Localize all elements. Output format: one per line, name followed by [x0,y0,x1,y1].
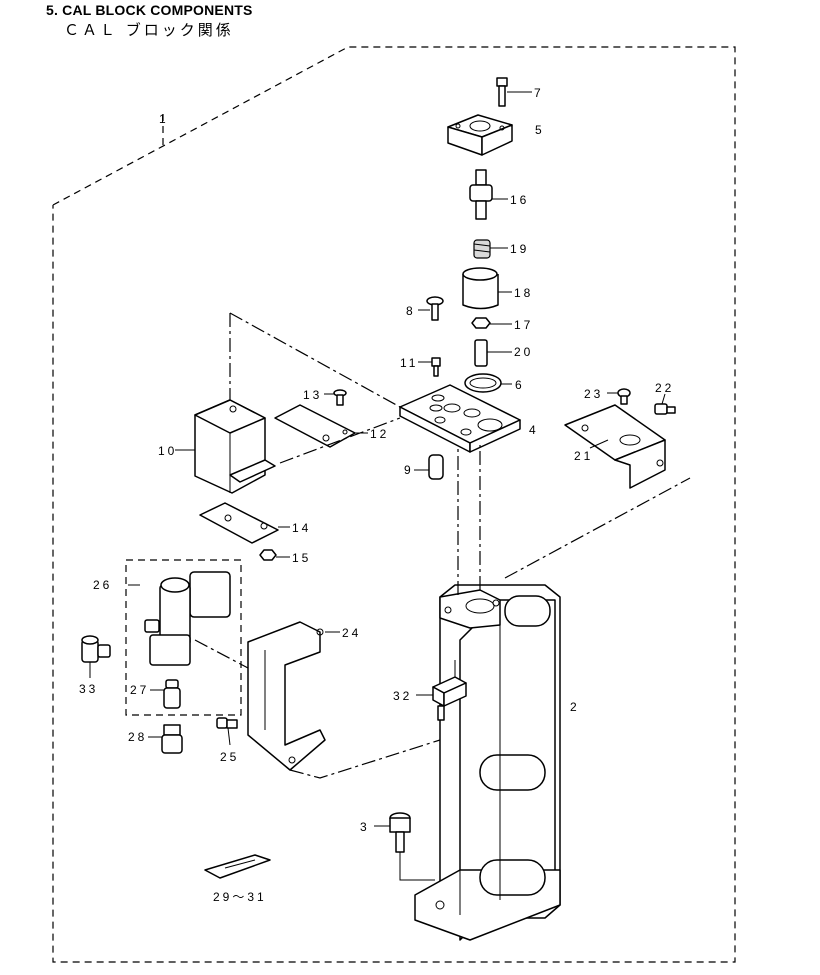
part-16-shaft [469,169,508,220]
callout-12: 12 [370,427,389,441]
subassembly-26-boundary [125,559,242,716]
part-4-plate [399,384,521,453]
part-26-valve [128,571,231,666]
callout-16: 16 [510,193,529,207]
part-20-pin [474,339,512,367]
part-9-fitting [414,454,444,480]
callout-13: 13 [303,388,322,402]
callout-17: 17 [514,318,533,332]
callout-3: 3 [360,820,370,834]
callout-7: 7 [534,86,544,100]
callout-33: 33 [79,682,98,696]
assembly-boundary [52,46,736,963]
callout-8: 8 [406,304,416,318]
callout-28: 28 [128,730,147,744]
callout-1: 1 [159,112,169,126]
part-14-plate [199,502,290,544]
part-19-spring [473,239,508,259]
part-10-cover [175,399,276,494]
part-18-collar [462,267,512,310]
part-24-bracket [247,621,340,771]
callout-6: 6 [515,378,525,392]
part-5-top-block [447,114,513,156]
callout-15: 15 [292,551,311,565]
part-21-bracket [564,404,666,489]
callout-10: 10 [158,444,177,458]
callout-26: 26 [93,578,112,592]
callout-11: 11 [400,356,418,370]
part-2-main-block [414,584,561,941]
callout-20: 20 [514,345,533,359]
callout-25: 25 [220,750,239,764]
part-23-screw [607,388,631,405]
section-subtitle: ＣＡＬ ブロック関係 [64,21,234,39]
part-13-screw [324,389,347,406]
part-22-screw [654,393,676,415]
callout-29-31: 29～31 [213,890,267,904]
part-27-fitting [150,679,181,709]
part-29-31-shim [204,854,271,879]
part-12-plate [274,404,368,448]
callout-2: 2 [570,700,580,714]
section-title: 5. CAL BLOCK COMPONENTS [46,2,253,18]
callout-18: 18 [514,286,533,300]
callout-19: 19 [510,242,529,256]
part-28-fitting [148,724,183,754]
callout-14: 14 [292,521,311,535]
part-33-elbow-fitting [81,635,111,678]
callout-27: 27 [130,683,149,697]
part-17-nut [471,317,512,329]
part-25-fitting [216,717,238,746]
part-8-screw [418,296,444,321]
callout-24: 24 [342,626,361,640]
part-15-screw [259,549,290,561]
callout-21: 21 [574,449,593,463]
callout-22: 22 [655,381,674,395]
callout-32: 32 [393,689,412,703]
callout-23: 23 [584,387,603,401]
part-6-ring [464,373,512,393]
part-3-bolt [374,812,411,853]
callout-9: 9 [404,463,414,477]
part-32-sensor [416,676,467,721]
part-7-bolt [496,77,532,107]
callout-4: 4 [529,423,539,437]
callout-5: 5 [535,123,545,137]
part-11-screw [418,357,441,377]
